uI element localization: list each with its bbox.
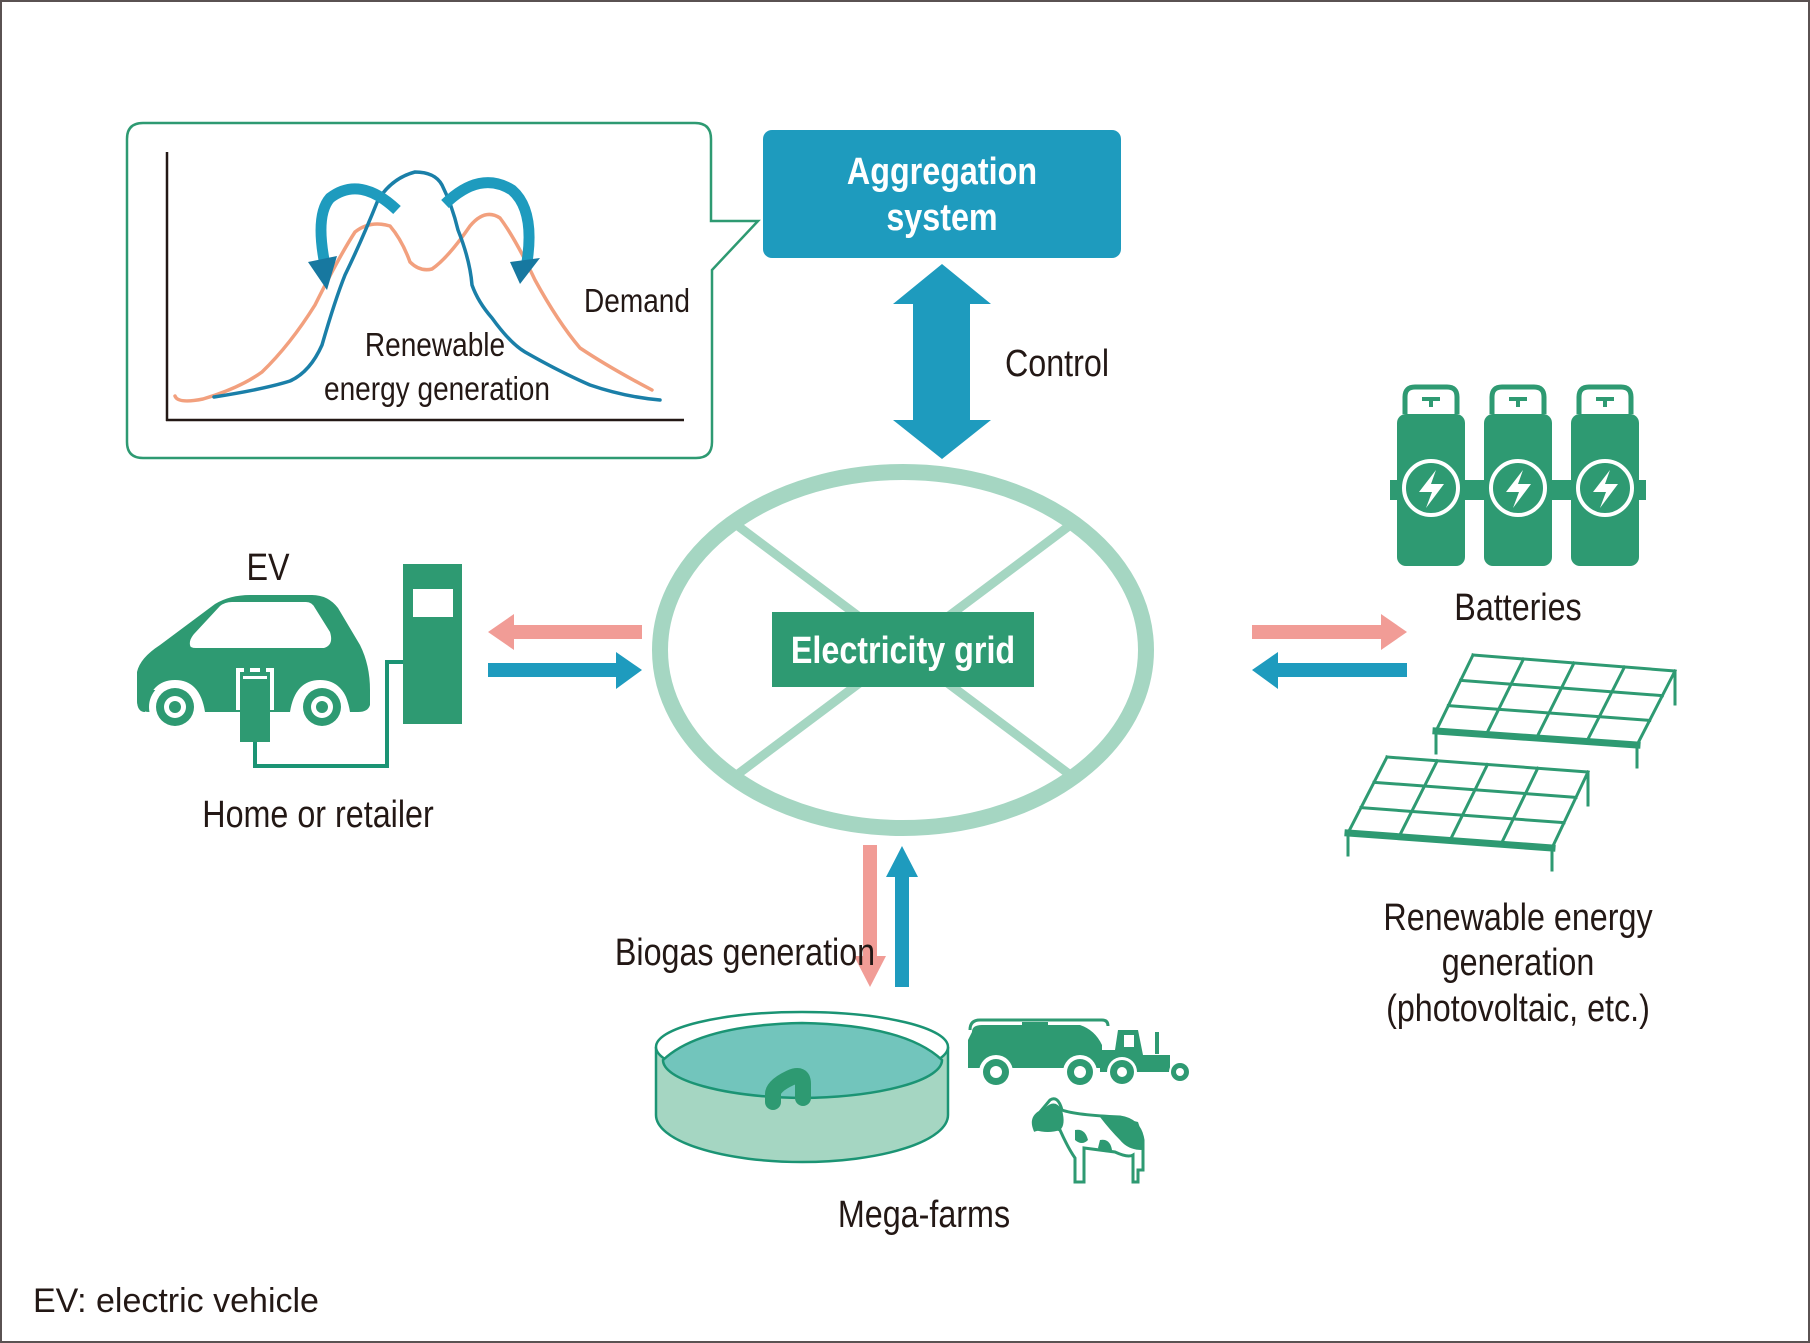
battery-icon	[1484, 384, 1552, 566]
batteries-label: Batteries	[1454, 587, 1581, 629]
solar-panel-icon	[1344, 754, 1590, 872]
control-double-arrow-icon	[893, 264, 991, 459]
callout-chart: Demand Renewable energy generation	[125, 121, 761, 460]
demand-label: Demand	[584, 283, 690, 320]
footnote: EV: electric vehicle	[33, 1282, 319, 1320]
renewable-gen-label-line3: (photovoltaic, etc.)	[1386, 988, 1650, 1030]
mega-farms-label: Mega-farms	[838, 1194, 1010, 1236]
solar-panel-icon	[1432, 652, 1678, 769]
batteries-icon	[1390, 384, 1646, 566]
tractor-tanker-icon	[968, 1018, 1191, 1089]
plug-icon	[236, 668, 274, 742]
arrow-storage-to-grid-icon	[1252, 652, 1407, 689]
charging-cable	[253, 660, 405, 768]
renewable-label-line1: Renewable	[365, 327, 505, 364]
aggregation-line1: Aggregation	[847, 151, 1037, 193]
shift-arrow-left-icon	[308, 183, 401, 290]
grid-label-box	[772, 612, 1034, 687]
arrow-ev-to-grid-icon	[488, 652, 642, 689]
battery-icon	[1571, 384, 1639, 566]
grid-ring	[652, 464, 1154, 836]
biogas-label: Biogas generation	[615, 932, 875, 974]
demand-curve	[173, 212, 654, 403]
callout-bubble	[125, 121, 761, 460]
aggregation-system-box[interactable]: Aggregation system	[763, 130, 1121, 258]
arrow-grid-to-storage-icon	[1252, 614, 1407, 650]
aggregation-line2: system	[886, 197, 997, 239]
renewable-gen-label-line2: generation	[1442, 942, 1595, 984]
arrow-grid-to-ev-icon	[488, 614, 642, 650]
renewable-gen-label-line1: Renewable energy	[1383, 897, 1653, 939]
renewable-curve	[212, 170, 662, 402]
cow-icon	[1031, 1097, 1145, 1184]
home-retailer-label: Home or retailer	[202, 794, 434, 836]
battery-icon	[1397, 384, 1465, 566]
biogas-tank-icon	[654, 1010, 950, 1164]
arrow-biogas-to-grid-icon	[886, 846, 918, 987]
arrow-grid-to-biogas-icon	[854, 845, 886, 987]
ev-label: EV	[246, 547, 290, 589]
ev-car-icon	[137, 595, 370, 733]
charging-station-icon	[403, 564, 462, 724]
grid-label: Electricity grid	[791, 630, 1015, 672]
shift-arrow-right-icon	[441, 177, 540, 284]
control-label: Control	[1005, 343, 1109, 385]
renewable-label-line2: energy generation	[324, 371, 550, 408]
electricity-grid: Electricity grid	[652, 464, 1154, 836]
